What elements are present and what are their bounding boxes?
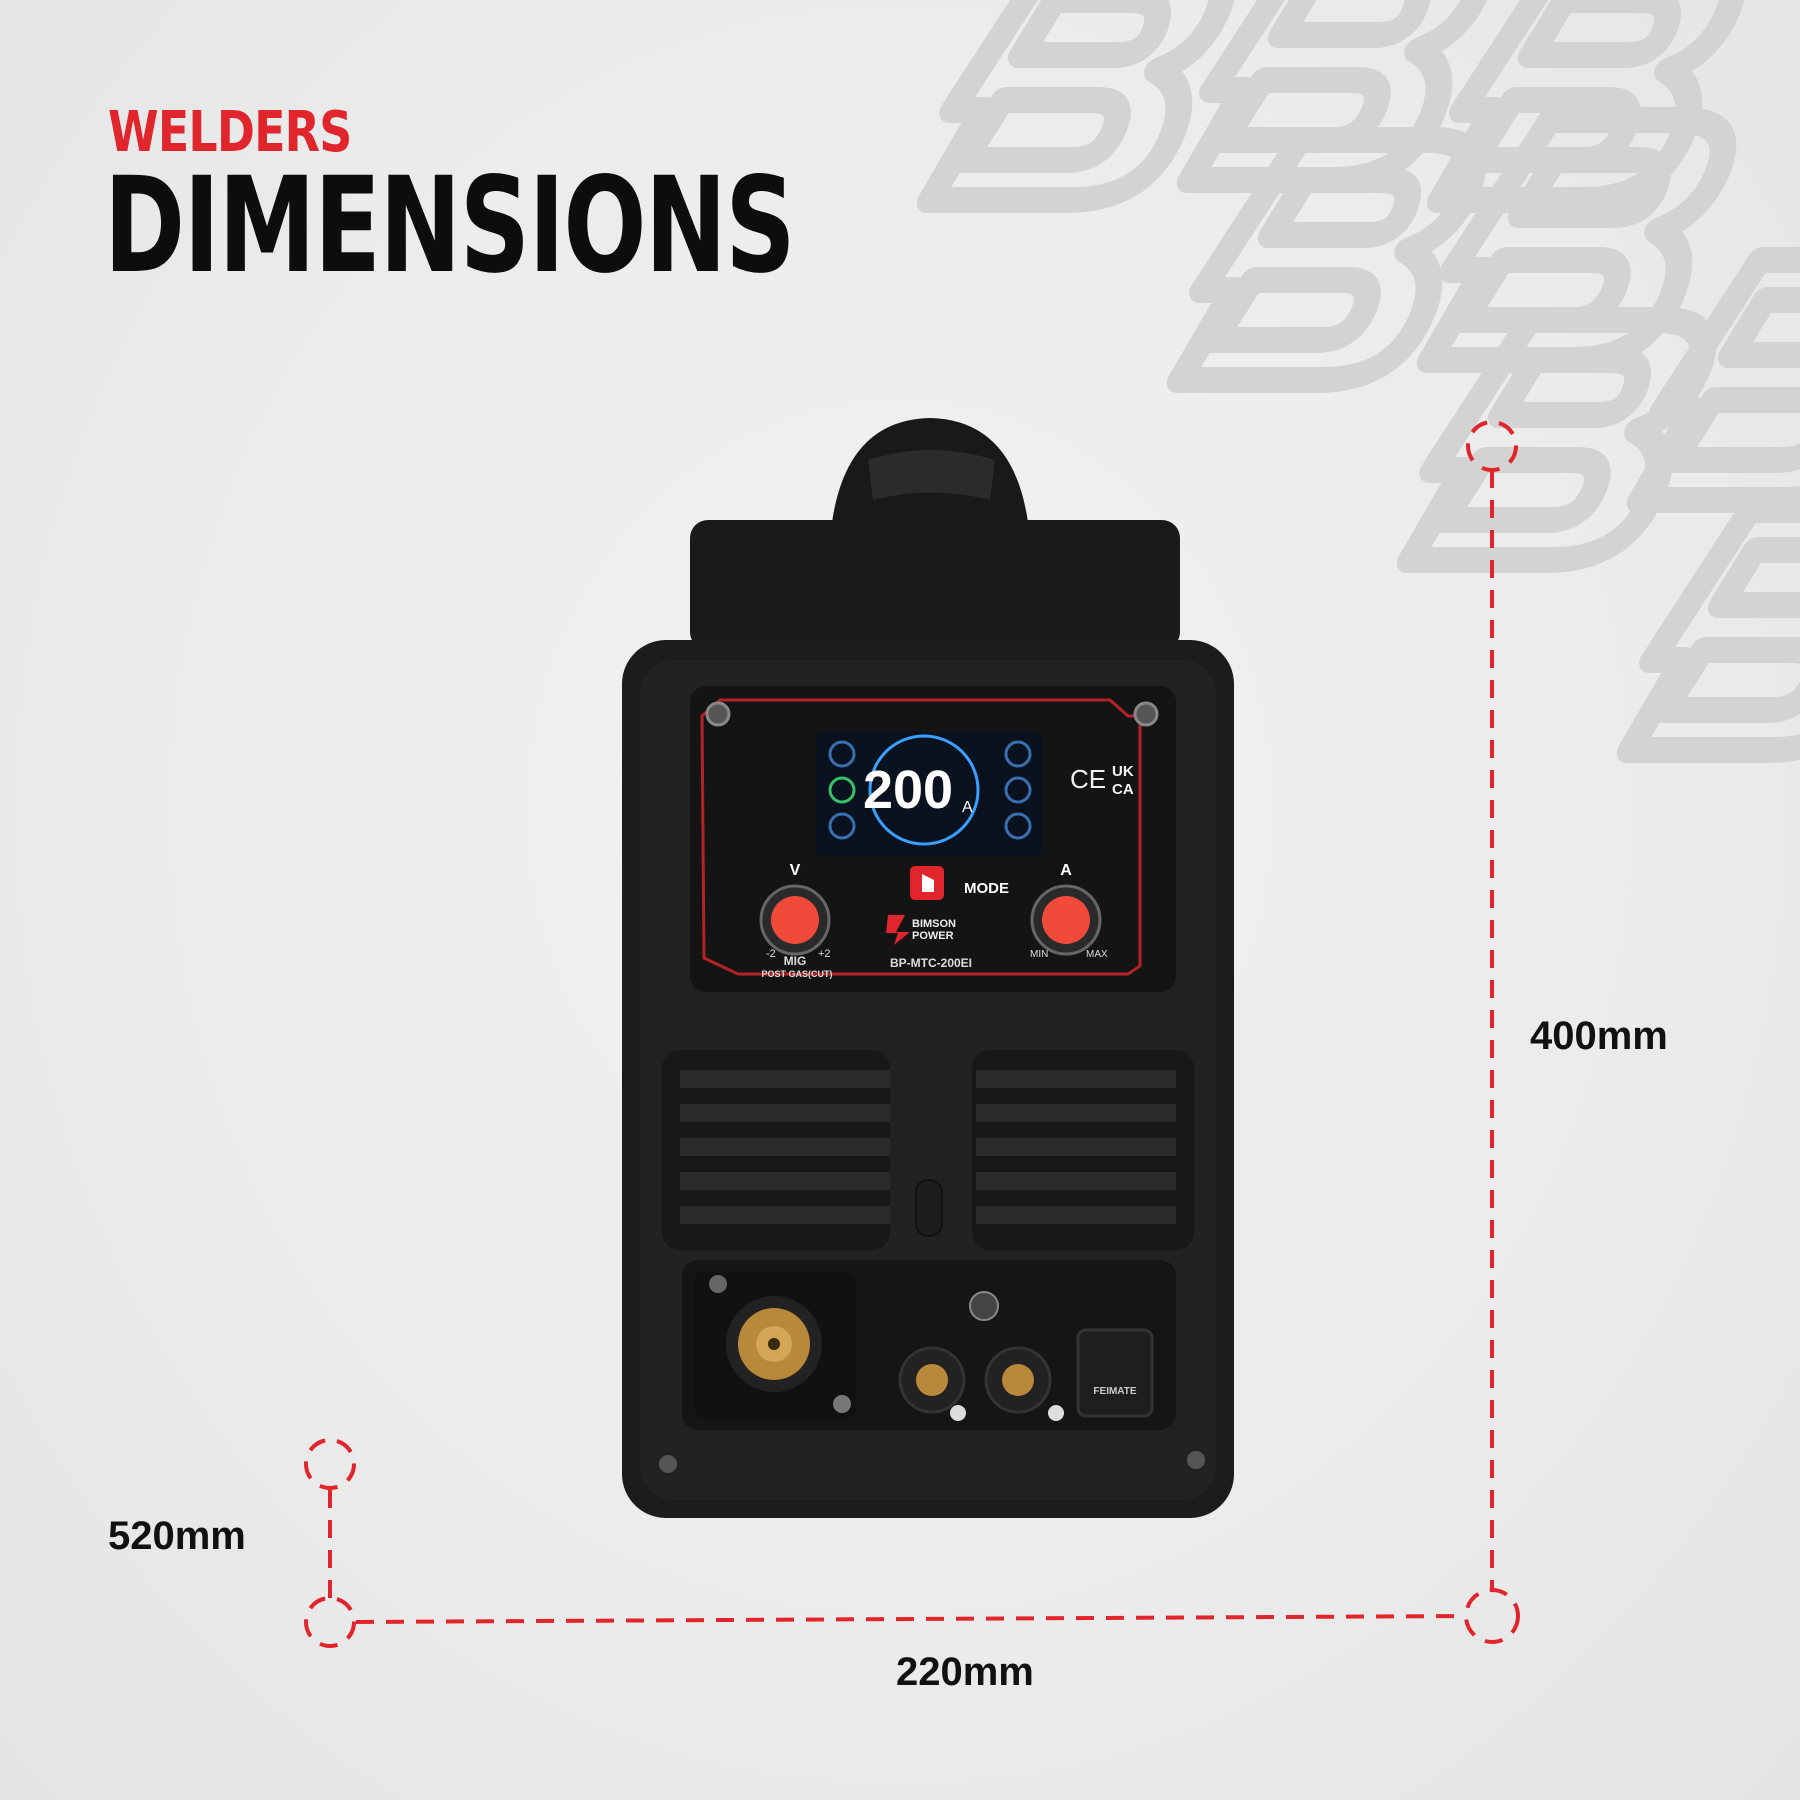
ukca-mark-bottom: CA	[1112, 781, 1134, 798]
depth-label: 520mm	[108, 1514, 246, 1558]
minus-icon	[950, 1405, 966, 1421]
screw	[1187, 1451, 1205, 1469]
width-dimension-line	[355, 1614, 1467, 1624]
knob-left-subcaption: POST GAS(CUT)	[762, 969, 833, 979]
page-kicker: WELDERS	[108, 100, 352, 165]
depth-top-marker	[304, 1438, 356, 1490]
brand-line2: POWER	[912, 930, 954, 942]
knob-left-caption: MIG	[784, 954, 807, 968]
depth-bottom-marker	[304, 1596, 356, 1648]
ukca-mark-top: UK	[1112, 763, 1134, 780]
brand-line1: BIMSON	[912, 918, 956, 930]
gas-connector-cover	[1076, 1328, 1154, 1418]
right-vent	[972, 1050, 1194, 1250]
knob-left-label: V	[790, 862, 801, 879]
screw	[709, 1275, 727, 1293]
screw	[659, 1455, 677, 1473]
knob-right-label: A	[1060, 862, 1072, 879]
model-label: BP-MTC-200EI	[890, 956, 972, 970]
knob-right-max: MAX	[1086, 949, 1108, 960]
bimson-logo-icon	[886, 915, 910, 945]
display-unit: A	[962, 799, 973, 816]
knob-right-min: MIN	[1030, 949, 1048, 960]
knob-left-min: -2	[766, 948, 776, 960]
mode-label: MODE	[964, 880, 1009, 897]
height-bottom-marker	[1464, 1588, 1520, 1644]
height-label: 400mm	[1530, 1014, 1668, 1058]
height-top-marker	[1466, 420, 1518, 472]
screw	[1133, 701, 1159, 727]
connector-brand: FEIMATE	[1093, 1386, 1136, 1397]
knob-left-max: +2	[818, 948, 831, 960]
mode-indicator-icon	[828, 776, 856, 804]
screw	[833, 1395, 851, 1413]
width-label: 220mm	[896, 1650, 1034, 1694]
mma-icon	[1004, 740, 1032, 768]
page-title: DIMENSIONS	[104, 149, 796, 303]
screw	[705, 701, 731, 727]
hand-icon	[922, 874, 934, 892]
plus-icon	[1048, 1405, 1064, 1421]
mode-indicator-icon	[828, 812, 856, 840]
left-vent	[662, 1050, 890, 1250]
tig-icon	[1004, 776, 1032, 804]
lcd-display	[816, 732, 1042, 856]
control-socket	[969, 1291, 999, 1321]
ce-mark: CE	[1070, 764, 1106, 794]
display-value: 200	[863, 760, 953, 820]
welder-top-box	[690, 520, 1180, 650]
mode-indicator-icon	[828, 740, 856, 768]
cut-icon	[1004, 812, 1032, 840]
